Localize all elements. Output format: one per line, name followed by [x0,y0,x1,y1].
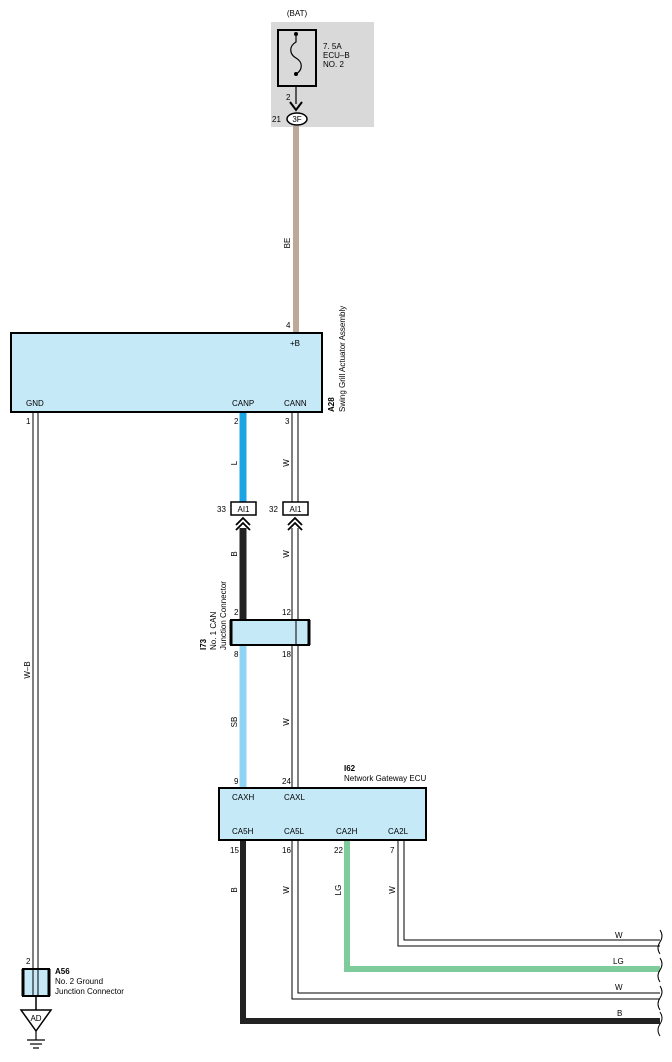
i62-pin-ca5l: CA5L [284,827,305,836]
ground-symbol-icon [27,1039,45,1049]
wire-label-w2: W [282,550,291,558]
right-label-b: B [617,1009,622,1018]
i62-name: Network Gateway ECU [344,774,426,783]
chevron-up-icon [235,516,251,531]
ai1-left-label: AI1 [237,505,250,514]
fuse-pin-out: 2 [286,93,291,102]
i73-pin-18: 18 [282,650,291,659]
ai1-pin-32: 32 [269,505,278,514]
wire-label-w5: W [388,886,397,894]
fuse-element-icon [290,34,302,75]
ai1-connector-right [282,501,309,516]
a56-pin-2: 2 [26,957,31,966]
fuse-terminal-top [294,32,298,36]
a28-pin-cann: CANN [284,399,307,408]
bat-label: (BAT) [287,9,308,18]
i73-name-line1: No. 1 CAN [209,612,218,650]
connector-3f-label: 3F [292,115,301,124]
i62-pin-caxl: CAXL [284,793,305,802]
ground-triangle-icon [19,1009,53,1033]
wire-break-marks [657,929,663,1037]
connector-3f [286,112,308,126]
i73-pin-12: 12 [282,608,291,617]
chevron-down-icon [289,101,303,112]
i73-pin-2: 2 [234,608,239,617]
wire-label-l: L [230,460,239,465]
i62-code: I62 [344,764,356,773]
i62-pin-7: 7 [390,846,395,855]
i62-component-box [218,787,427,841]
connector-3f-pin: 21 [272,115,281,124]
wire-b-ca5h [240,840,660,1024]
a28-pin-plusb: +B [290,339,300,348]
ground-point-label: AD [30,1014,41,1023]
wire-label-lg: LG [334,885,343,896]
wire-lg-ca2h [344,840,660,972]
i73-connector-box [230,619,310,646]
a28-pin-gnd: GND [26,399,44,408]
wire-w-ca2l [403,840,660,941]
i62-pin-caxh: CAXH [232,793,254,802]
wire-label-w3: W [282,718,291,726]
a28-name: Swing Grill Actuator Assembly [338,306,347,412]
i62-pin-9: 9 [234,777,239,786]
i62-pin-ca2h: CA2H [336,827,358,836]
fuse-name: ECU–B [323,51,350,60]
a28-pin-1: 1 [26,417,31,426]
wire-label-sb: SB [230,717,239,728]
fuse-number: NO. 2 [323,60,344,69]
a28-code: A28 [327,397,336,412]
ai1-pin-33: 33 [217,505,226,514]
a56-code: A56 [55,967,70,976]
i62-pin-15: 15 [230,846,239,855]
i62-pin-ca5h: CA5H [232,827,254,836]
right-label-w-top: W [615,931,623,940]
a56-name-line2: Junction Connector [55,987,124,996]
wire-label-b1: B [230,551,239,556]
i62-pin-22: 22 [334,846,343,855]
right-label-lg: LG [613,957,624,966]
i73-pin-8: 8 [234,650,239,659]
fuse-terminal-bottom [294,72,298,76]
fuse-rating: 7. 5A [323,42,342,51]
i62-pin-ca2l: CA2L [388,827,409,836]
i73-code: I73 [199,638,208,650]
ai1-right-label: AI1 [289,505,302,514]
a28-pin-4: 4 [286,321,291,330]
a28-pin-canp: CANP [232,399,254,408]
fuse-box [277,29,317,87]
wire-label-w4: W [282,886,291,894]
fuse-block-background [271,22,374,127]
chevron-up-icon [287,516,303,531]
i62-pin-24: 24 [282,777,291,786]
wire-label-w1: W [282,459,291,467]
i73-name-line2: Junction Connector [219,581,228,650]
wire-w-ca5l [297,840,660,994]
a56-name-line1: No. 2 Ground [55,977,103,986]
wire-label-be: BE [283,238,292,249]
a56-connector-box [22,968,50,997]
a28-component-box [10,332,323,413]
ai1-connector-left [230,501,257,516]
wire-label-b2: B [230,887,239,892]
a28-pin-2: 2 [234,417,239,426]
a28-pin-3: 3 [285,417,290,426]
wire-label-wb: W–B [23,661,32,678]
i62-pin-16: 16 [282,846,291,855]
right-label-w-bottom: W [615,983,623,992]
